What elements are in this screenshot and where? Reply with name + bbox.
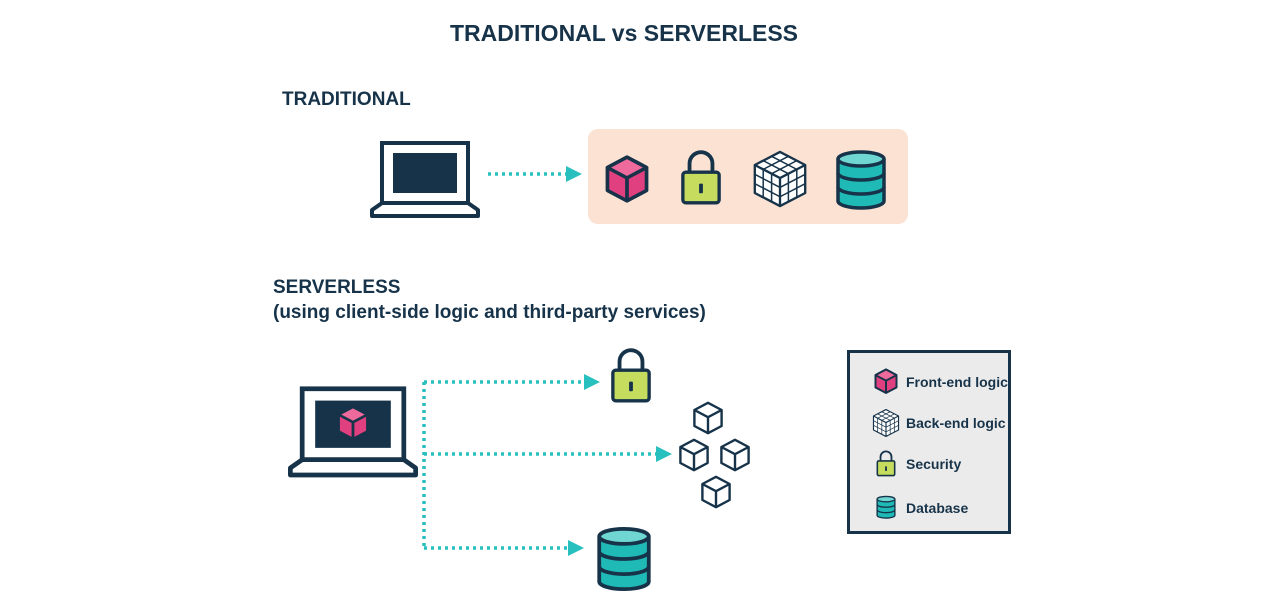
database-icon (836, 150, 886, 210)
traditional-heading: TRADITIONAL (282, 89, 411, 110)
traditional-server-panel (588, 129, 908, 224)
legend-label: Security (906, 456, 962, 472)
legend-item-back-end: Back-end logic (850, 406, 1008, 440)
serverless-back-end-cubes-icon (679, 401, 750, 509)
legend-item-front-end: Front-end logic (850, 365, 1008, 399)
serverless-padlock-icon (610, 348, 652, 403)
legend-item-database: Database (850, 491, 1008, 525)
legend-label: Front-end logic (906, 374, 1008, 390)
traditional-arrow (488, 166, 582, 182)
serverless-heading: SERVERLESS (273, 277, 401, 298)
traditional-laptop-icon (370, 141, 480, 218)
legend-label: Database (906, 500, 969, 516)
legend-item-security: Security (850, 447, 1008, 481)
serverless-database-icon (599, 529, 649, 589)
serverless-laptop-icon (290, 389, 415, 475)
front-end-cube-icon (874, 368, 898, 394)
serverless-arrows (422, 374, 672, 556)
front-end-cube-icon (605, 155, 649, 203)
back-end-cube-grid-icon (753, 150, 807, 208)
serverless-subheading: (using client-side logic and third-party… (273, 302, 706, 323)
legend: Front-end logic Back-end logic Security … (847, 350, 1011, 534)
padlock-icon (876, 450, 896, 477)
database-icon (876, 495, 896, 519)
page-title: TRADITIONAL vs SERVERLESS (449, 20, 799, 46)
back-end-cube-grid-icon (872, 408, 900, 438)
legend-label: Back-end logic (906, 415, 1006, 431)
